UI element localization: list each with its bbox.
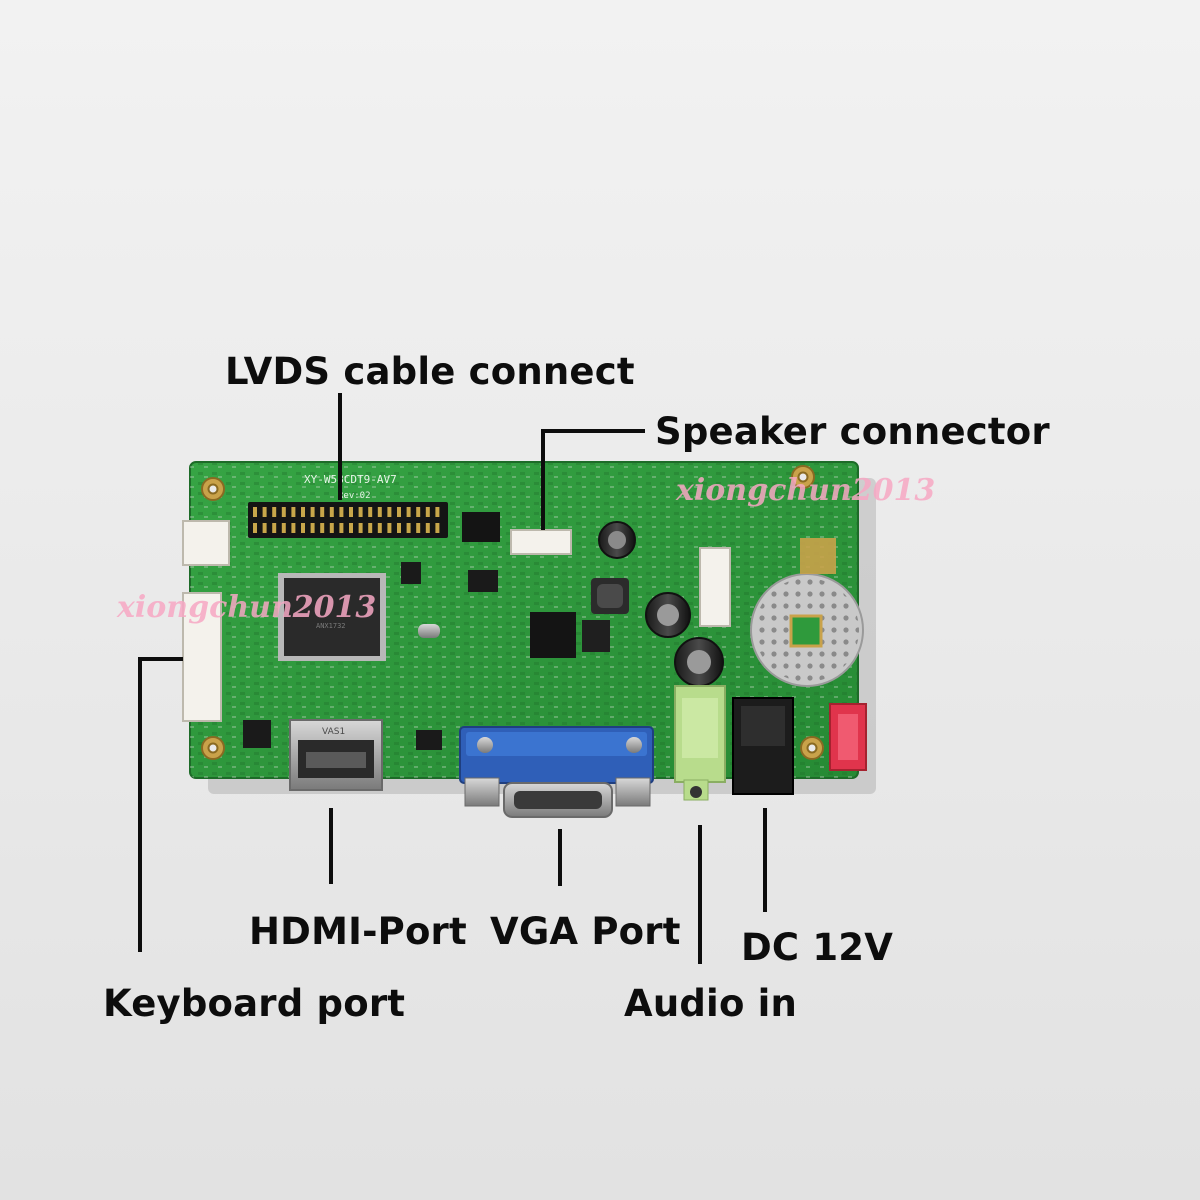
audio-callout-label: Audio in xyxy=(624,982,798,1025)
svg-text:ANX1732: ANX1732 xyxy=(316,622,346,630)
vga-port xyxy=(459,726,654,818)
lvds-pin xyxy=(329,523,334,533)
lvds-pin xyxy=(339,523,344,533)
callout-lines xyxy=(138,393,767,964)
lvds-pin xyxy=(406,507,411,517)
lvds-pin xyxy=(272,507,277,517)
red-connector xyxy=(829,703,867,771)
dc-callout-label: DC 12V xyxy=(741,926,894,969)
board-rev-label: Rev:02 xyxy=(338,491,371,501)
lvds-pin xyxy=(435,507,440,517)
lvds-pin xyxy=(358,507,363,517)
lvds-pin xyxy=(281,507,286,517)
lvds-pin xyxy=(320,523,325,533)
lvds-pin xyxy=(301,507,305,517)
lvds-pin xyxy=(291,507,296,517)
capacitors xyxy=(598,521,724,687)
lvds-callout-label: LVDS cable connect xyxy=(225,350,635,393)
buzzer xyxy=(750,573,864,687)
lvds-pin xyxy=(253,507,257,517)
lvds-pin xyxy=(358,523,363,533)
lvds-pin xyxy=(291,523,296,533)
speaker-connector xyxy=(510,529,572,555)
left-top-connector xyxy=(182,520,230,566)
lvds-pin xyxy=(425,523,430,533)
lvds-pin xyxy=(416,507,421,517)
lvds-pin xyxy=(368,507,373,517)
lvds-pin xyxy=(349,523,353,533)
lvds-pin xyxy=(310,523,315,533)
hdmi-chip-label: VAS1 xyxy=(322,727,345,737)
lvds-pin xyxy=(262,523,267,533)
lvds-pin xyxy=(377,523,382,533)
lvds-pin xyxy=(253,523,257,533)
lvds-pin xyxy=(387,523,392,533)
lvds-pin xyxy=(320,507,325,517)
lvds-pin xyxy=(425,507,430,517)
mounting-holes xyxy=(201,465,824,760)
board-model-label: XY-W58CDT9-AV7 xyxy=(304,473,397,486)
lvds-pin xyxy=(406,523,411,533)
lvds-pin xyxy=(397,523,401,533)
lvds-pin xyxy=(349,507,353,517)
hdmi-port: VAS1 xyxy=(289,719,383,791)
lvds-pin xyxy=(435,523,440,533)
watermark-top: xiongchun2013 xyxy=(676,473,936,508)
lvds-pin xyxy=(272,523,277,533)
keyboard-callout-label: Keyboard port xyxy=(103,982,406,1025)
lvds-pin xyxy=(281,523,286,533)
hdmi-callout-label: HDMI-Port xyxy=(249,910,467,953)
keyboard-connector xyxy=(182,592,222,722)
audio-jack xyxy=(674,685,726,801)
lvds-pin xyxy=(377,507,382,517)
lvds-pin xyxy=(310,507,315,517)
lvds-pin xyxy=(262,507,267,517)
lvds-pin xyxy=(329,507,334,517)
lvds-pin xyxy=(368,523,373,533)
vga-callout-label: VGA Port xyxy=(490,910,681,953)
lvds-pin xyxy=(416,523,421,533)
lvds-pin xyxy=(397,507,401,517)
lvds-pin xyxy=(301,523,305,533)
lvds-pin xyxy=(339,507,344,517)
dc-jack xyxy=(732,697,794,795)
watermark-left: xiongchun2013 xyxy=(117,590,377,625)
speaker-callout-label: Speaker connector xyxy=(655,410,1050,453)
main-ic: ANX1732 xyxy=(278,573,386,661)
lvds-pin xyxy=(387,507,392,517)
